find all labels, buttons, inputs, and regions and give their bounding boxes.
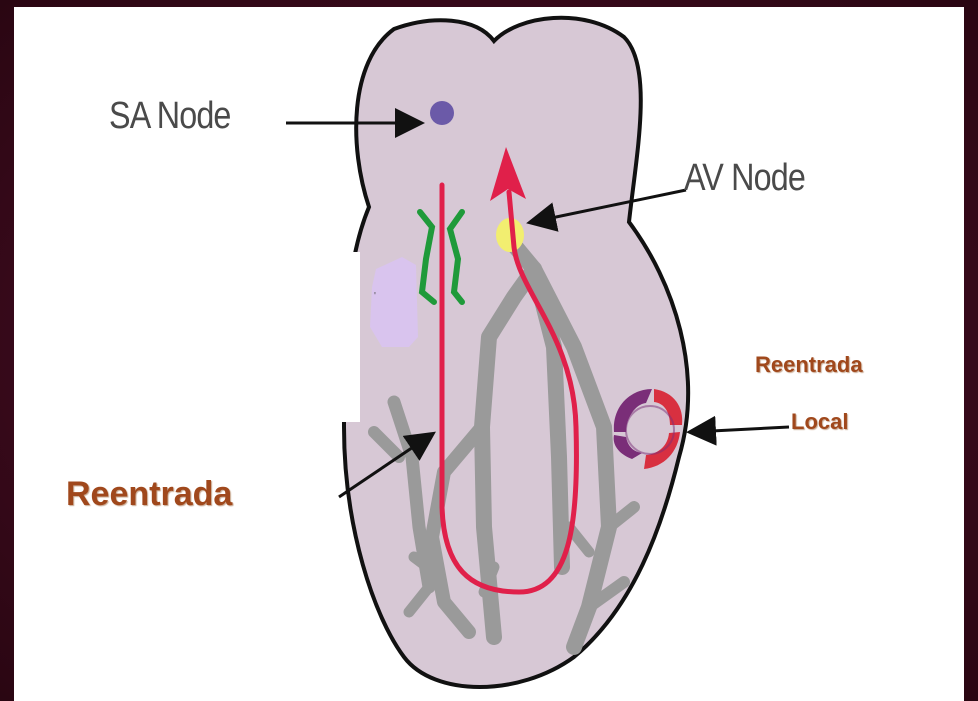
sa-node-label: SA Node — [109, 95, 231, 138]
white-notch — [340, 252, 360, 422]
reentrada-local-label-line1: Reentrada — [755, 352, 863, 378]
lilac-patch — [370, 257, 418, 347]
svg-text:': ' — [374, 291, 376, 302]
reentrada-local-label-line2: Local — [791, 409, 848, 435]
diagram-canvas: ' — [14, 7, 964, 701]
sa-node-dot — [430, 101, 454, 125]
local-arrow — [692, 427, 789, 432]
heart-outline — [344, 18, 688, 687]
av-node-label: AV Node — [684, 157, 805, 200]
reentrada-label: Reentrada — [66, 475, 232, 514]
